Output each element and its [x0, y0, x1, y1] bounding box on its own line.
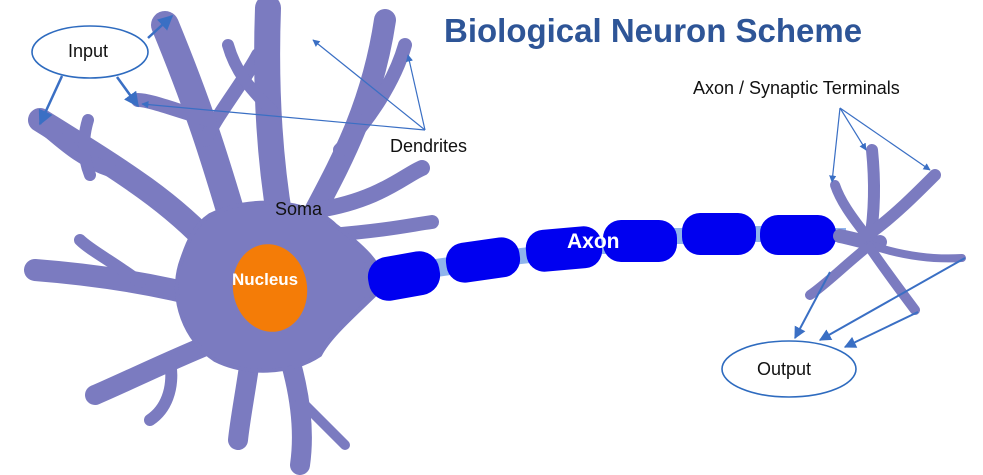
myelin-segment — [367, 251, 441, 301]
output-label: Output — [757, 359, 812, 379]
nucleus-label: Nucleus — [232, 270, 299, 289]
input-ellipse — [31, 25, 149, 79]
dendrite-pointers — [141, 39, 426, 131]
myelin-segment — [525, 226, 603, 272]
diagram-title: Biological Neuron Scheme — [444, 12, 863, 49]
axon-terminals-label: Axon / Synaptic Terminals — [693, 78, 900, 98]
output-arrows — [794, 257, 966, 348]
terminal-pointers — [829, 107, 931, 183]
output-ellipse — [721, 340, 857, 398]
myelin-segment — [760, 215, 836, 255]
axon-label: Axon — [567, 230, 620, 253]
dendrites-label: Dendrites — [390, 136, 468, 156]
input-label: Input — [68, 41, 109, 61]
input-arrows — [38, 14, 174, 126]
soma-label: Soma — [275, 199, 323, 219]
neuron-cell-body — [24, 0, 439, 475]
axon-terminals — [805, 144, 966, 315]
myelin-segment — [603, 220, 677, 262]
myelin-segment — [445, 237, 521, 283]
myelin-sheath — [367, 213, 836, 301]
myelin-segment — [682, 213, 756, 255]
nucleus — [232, 244, 308, 332]
